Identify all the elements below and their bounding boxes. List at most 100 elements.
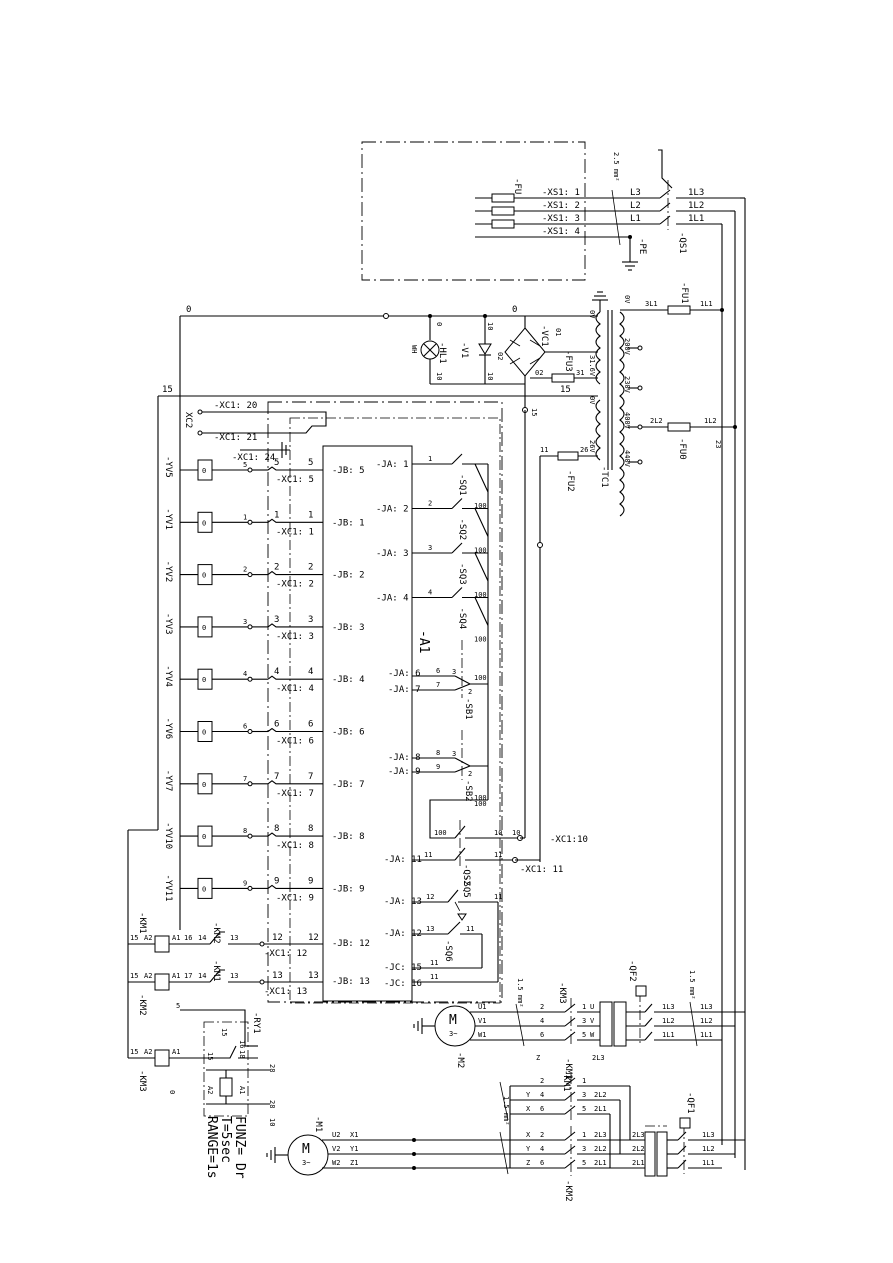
ry1-pin-15b: 15 <box>206 1052 214 1060</box>
m1-y1: Y1 <box>350 1145 358 1153</box>
wire-23-label: 23 <box>714 440 722 448</box>
line-l1-label: L1 <box>630 214 641 224</box>
main-busbars <box>720 197 746 1170</box>
qf1-thermal-2 <box>656 1131 668 1177</box>
tap-0v-right: 0V <box>623 295 631 304</box>
sb1-ja-7: -JA: 7 <box>388 685 421 695</box>
input-switch-label: -SQ1 <box>457 474 467 496</box>
valve-zero: 0 <box>202 467 206 475</box>
m1-km1-pin-5: 5 <box>582 1105 586 1113</box>
m1-km1-label: -KM1 <box>561 1070 571 1092</box>
km1-coil <box>154 935 170 953</box>
km3-coil-label: -KM3 <box>137 1070 147 1092</box>
m1-cable: 1.5 mm² <box>502 1096 510 1126</box>
wire-15-right: 15 <box>560 385 571 395</box>
valve-name: -YV3 <box>163 613 173 635</box>
fu2-fuse <box>557 451 579 461</box>
km2-coil <box>154 973 170 991</box>
valve-jb-label: -JB: 8 <box>332 832 365 842</box>
qs2-ja-11: -JA: 11 <box>384 855 422 865</box>
km1-wire-15: 15 <box>130 934 138 942</box>
input-wire: 2 <box>428 500 432 508</box>
secondary-winding-upper <box>595 311 601 385</box>
tap-400v: 400V <box>623 412 631 430</box>
valve-wire-a: 5 <box>243 461 247 469</box>
qs2-switch: 100 10 10 -XC1:10 -JA: 11 11 11 -XC1: 11… <box>384 410 588 886</box>
qf2-label: -QF2 <box>627 960 637 982</box>
qs2-wire-11a: 11 <box>424 851 432 859</box>
qf2-thermal-1 <box>599 1001 613 1047</box>
input-switch-label: -SQ3 <box>457 563 467 585</box>
m2-km3-label: -KM3 <box>557 982 567 1004</box>
qs2-wire-10: 10 <box>494 829 502 837</box>
wire-15-label: 15 <box>162 385 173 395</box>
valve-wire-c: 3 <box>308 615 313 625</box>
sb1-pin-2: 2 <box>468 688 472 696</box>
tap-200v: 200V <box>623 338 631 356</box>
m1-feed-1l1: 1L1 <box>702 1159 715 1167</box>
km1-wire-13: 13 <box>230 934 238 942</box>
ry1-wire-5: 5 <box>176 1002 180 1010</box>
valve-name: -YV5 <box>163 456 173 478</box>
qf2-1l1: 1L1 <box>662 1031 675 1039</box>
rect-wire-02a: 02 <box>496 352 504 360</box>
fu3-wire-out: 31 <box>576 369 584 377</box>
xs1-1-label: -XS1: 1 <box>542 188 580 198</box>
m2-pin-3: 3 <box>582 1017 586 1025</box>
m2-pin-4: 4 <box>540 1017 544 1025</box>
sq6-ja: -JA: 12 <box>384 929 422 939</box>
m1-u2: U2 <box>332 1131 340 1139</box>
input-return-wire: 100 <box>474 502 487 510</box>
valve-jb-label: -JB: 1 <box>332 518 365 528</box>
valve-wire-a: 3 <box>243 618 247 626</box>
valve-zero: 0 <box>202 729 206 737</box>
m2-phase-w: W <box>590 1031 595 1039</box>
sb1-ret: 100 <box>474 674 487 682</box>
qf2-thermal-2 <box>613 1001 627 1047</box>
sq6-wire-11: 11 <box>466 925 474 933</box>
qs1-label: -QS1 <box>677 232 687 254</box>
valve-wire-a: 7 <box>243 775 247 783</box>
valve-zero: 0 <box>202 885 206 893</box>
jc16-label: -JC: 16 <box>384 979 422 989</box>
xc1-11-label: -XC1: 11 <box>520 865 563 875</box>
km2-jb-wire: 13 <box>308 971 319 981</box>
km1-a1: A1 <box>172 934 180 942</box>
m2-feed-1l1: 1L1 <box>700 1031 713 1039</box>
m2-pin-1: 1 <box>582 1003 586 1011</box>
contactor-coils: -KM1 15 A2 A1 16 14 13 -KM2 12 -XC1: 12 … <box>128 912 370 1092</box>
input-switch-label: -SQ4 <box>457 608 467 630</box>
m2-tag-z: Z <box>536 1054 540 1062</box>
m1-km2-label: -KM2 <box>563 1180 573 1202</box>
timer-relay-ry1: 5 -RY1 15 16 18 A1 A2 15 28 28 10 0 FUNZ… <box>168 1002 276 1179</box>
m1-km1-pin-6: 6 <box>540 1105 544 1113</box>
m1-delta-y: Y <box>526 1145 531 1153</box>
sb2-ja-9: -JA: 9 <box>388 767 421 777</box>
valve-xc-label: -XC1: 9 <box>276 893 314 903</box>
ry1-extra-28b: 28 <box>268 1100 276 1108</box>
plug-section: -XC1: 20 -XC1: 21 XC2 -XC1: 24 <box>183 401 503 1004</box>
ry1-zero: 0 <box>168 1090 176 1094</box>
qs2-wire-11b: 11 <box>494 851 502 859</box>
fuse-1 <box>491 193 515 203</box>
xs1-2-label: -XS1: 2 <box>542 201 580 211</box>
controller-a1 <box>322 445 413 1002</box>
machine-dash-box <box>267 401 503 1003</box>
qf2-1l2: 1L2 <box>662 1017 675 1025</box>
fu3-label: -FU3 <box>563 350 573 372</box>
m1-mid-2l2: 2L2 <box>594 1091 607 1099</box>
m1-km2-pin-3: 3 <box>582 1145 586 1153</box>
m1-mid-2l1b: 2L1 <box>594 1159 607 1167</box>
ry1-param-t: T=5sec <box>218 1116 233 1163</box>
km2-xc-wire: 13 <box>272 971 283 981</box>
km2-a2: A2 <box>144 972 152 980</box>
sb1-ja-6: -JA: 6 <box>388 669 421 679</box>
ry1-param-range: RANGE=1s <box>204 1116 219 1179</box>
fu1-label: -FU1 <box>679 282 689 304</box>
m2-label: -M2 <box>455 1052 465 1068</box>
valve-wire-c: 5 <box>308 458 313 468</box>
